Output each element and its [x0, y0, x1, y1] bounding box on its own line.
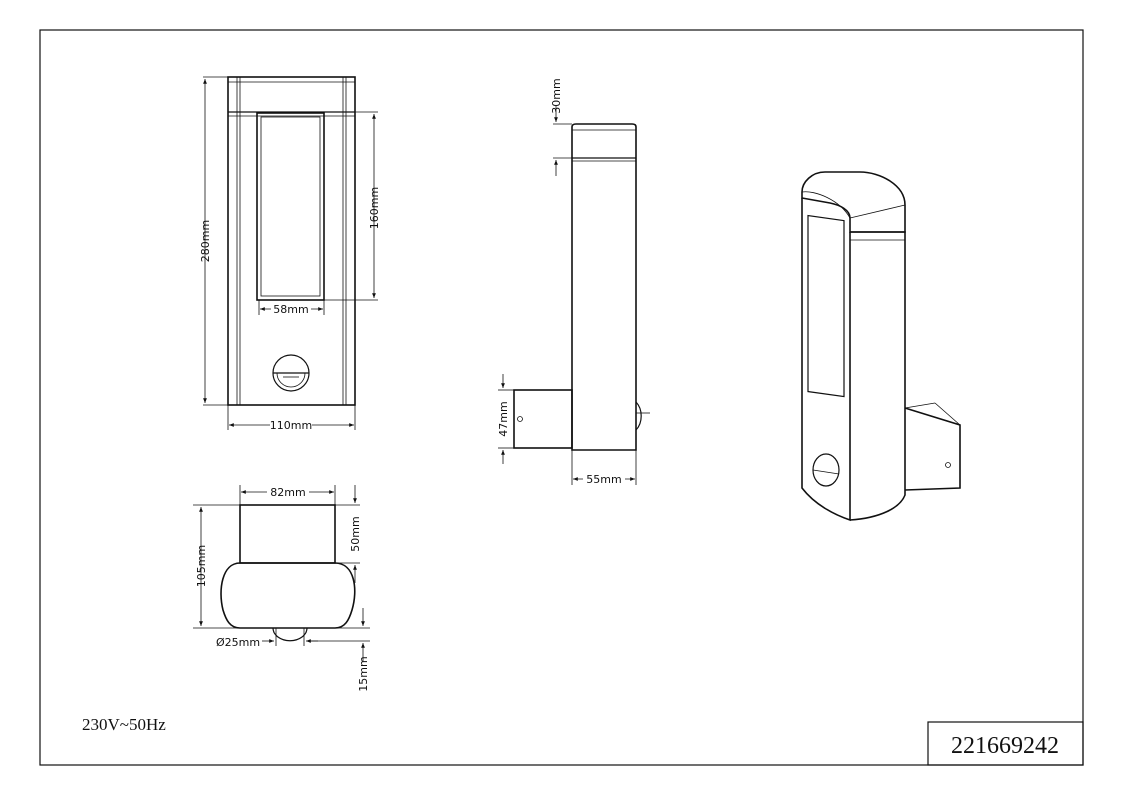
- dim-top-cap: 30mm: [550, 78, 563, 113]
- iso-body: [801, 198, 851, 522]
- dim-window-width: 58mm: [273, 303, 308, 316]
- iso-bracket: [904, 407, 961, 491]
- dim-bracket-height: 47mm: [497, 401, 510, 436]
- motion-sensor: [272, 354, 310, 392]
- dim-depth-total: 105mm: [195, 545, 208, 587]
- top-view: 82mm 105mm 50mm Ø25mm 15mm: [193, 485, 370, 692]
- dim-height-total: 280mm: [199, 220, 212, 262]
- top-sensor: [272, 627, 308, 642]
- dim-top-depth: 82mm: [270, 486, 305, 499]
- voltage-label: 230V~50Hz: [82, 715, 166, 734]
- title-block: [927, 721, 1084, 766]
- side-body: [571, 123, 637, 451]
- side-bracket: [513, 389, 573, 449]
- dim-sensor-diameter: Ø25mm: [216, 636, 260, 649]
- front-window: [256, 112, 325, 301]
- dim-width-total: 110mm: [270, 419, 312, 432]
- front-view: 280mm 160mm 58mm 110mm: [199, 76, 381, 432]
- side-sensor: [635, 401, 642, 431]
- front-outline: [227, 76, 356, 406]
- dim-side-depth: 55mm: [586, 473, 621, 486]
- sheet-border: [39, 29, 1084, 766]
- dim-cap-height: 50mm: [349, 516, 362, 551]
- article-number: 221669242: [951, 733, 1059, 759]
- iso-sensor: [812, 453, 840, 487]
- iso-window: [807, 214, 845, 398]
- isometric-view: [801, 171, 961, 522]
- dim-window-height: 160mm: [368, 187, 381, 229]
- side-view: 30mm 47mm 55mm: [497, 78, 650, 486]
- top-body: [220, 562, 356, 629]
- top-bracket: [239, 504, 336, 564]
- iso-cap: [801, 171, 906, 233]
- dim-sensor-protrusion: 15mm: [357, 656, 370, 691]
